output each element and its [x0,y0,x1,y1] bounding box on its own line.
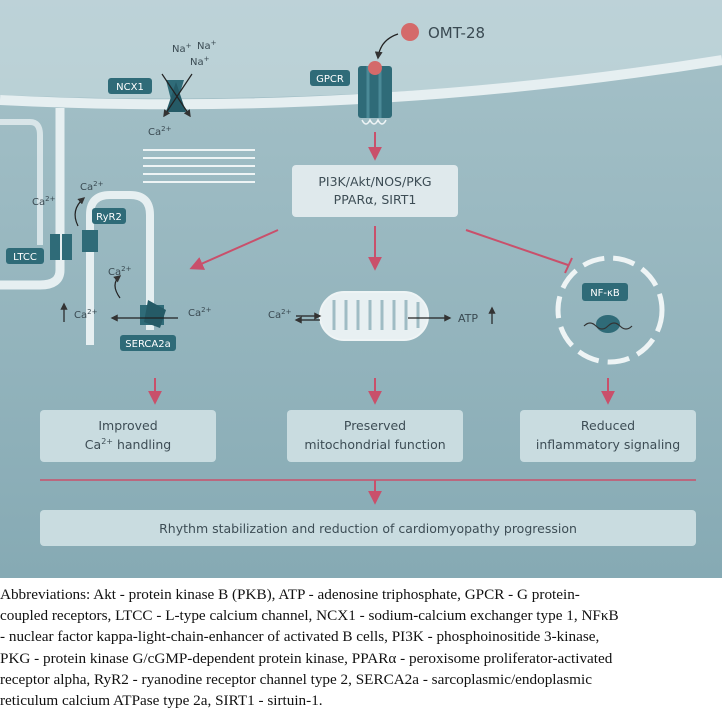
inhibition-to-nfkb [465,229,573,274]
mechanism-diagram: NCX1 Na+ Na+ Na+ Ca2+ OMT-28 GPCR PI3K/A… [0,0,722,578]
ncx1-channel: NCX1 [108,73,193,118]
caption-line-6: reticulum calcium ATPase type 2a, SIRT1 … [0,692,323,710]
pathway-box: PI3K/Akt/NOS/PKG PPARα, SIRT1 [292,165,458,217]
outcome-calcium: Improved Ca2+ handling [40,410,216,462]
ryr2-label: RyR2 [96,212,122,223]
gpcr-label: GPCR [316,74,344,85]
nfkb-label: NF-κB [590,288,620,299]
outcome-inflammation-line1: Reduced [581,418,635,433]
serca2a-pump: SERCA2a [120,300,176,351]
arrow-to-calcium [189,229,279,270]
nucleus: NF-κB [555,255,665,365]
caption-line-2: coupled receptors, LTCC - L-type calcium… [0,607,619,625]
caption-line-1: Abbreviations: Akt - protein kinase B (P… [0,586,580,603]
caption-line-3: - nuclear factor kappa-light-chain-enhan… [0,628,600,646]
na-ion-3: Na+ [190,55,210,68]
outcome-mito-line1: Preserved [344,418,406,433]
extracellular-space [0,0,722,99]
outcome-calcium-line1: Improved [98,418,157,433]
arrow-ca-recycle [113,275,122,299]
outcome-inflammation-line2: inflammatory signaling [536,437,680,452]
ltcc-channel: LTCC [6,234,72,264]
na-ion-1: Na+ [172,42,192,55]
ryr2-channel: RyR2 [82,208,126,252]
caption-line-5: receptor alpha, RyR2 - ryanodine recepto… [0,670,592,688]
abbreviations-caption: Abbreviations: Akt - protein kinase B (P… [0,584,722,714]
final-outcome: Rhythm stabilization and reduction of ca… [40,510,696,546]
ltcc-label: LTCC [13,252,37,263]
ncx1-label: NCX1 [116,82,144,93]
ca-ion-ncx: Ca2+ [148,125,172,138]
ca-ion-ryr2-bottom: Ca2+ [108,265,132,278]
omt28-drug: OMT-28 [374,23,485,60]
caption-line-4: PKG - protein kinase G/cGMP-dependent pr… [0,649,613,667]
mitochondrion [319,291,429,341]
ca-ion-ltcc: Ca2+ [32,195,56,208]
t-tubule-inner [0,119,43,245]
ca-ion-serca-left: Ca2+ [74,308,98,321]
final-outcome-text: Rhythm stabilization and reduction of ca… [159,521,577,536]
outcome-mito-line2: mitochondrial function [304,437,445,452]
sarcoplasmic-reticulum [86,191,154,345]
pathway-line1: PI3K/Akt/NOS/PKG [318,174,431,189]
arrow-ca-release [74,197,86,227]
outcome-mito: Preserved mitochondrial function [287,410,463,462]
outcome-inflammation: Reduced inflammatory signaling [520,410,696,462]
ca-ion-mito: Ca2+ [268,308,292,321]
omt28-label: OMT-28 [428,24,485,42]
na-ion-2: Na+ [197,39,217,52]
ca-ion-ryr2-top: Ca2+ [80,180,104,193]
atp-label: ATP [458,312,478,325]
ca-ion-serca-right: Ca2+ [188,306,212,319]
myofilaments [143,149,255,183]
t-tubule [0,108,65,290]
outcome-calcium-line2: Ca2+ handling [85,437,171,452]
gpcr-receptor: GPCR [310,61,392,125]
serca2a-label: SERCA2a [125,339,170,350]
pathway-line2: PPARα, SIRT1 [334,192,417,207]
